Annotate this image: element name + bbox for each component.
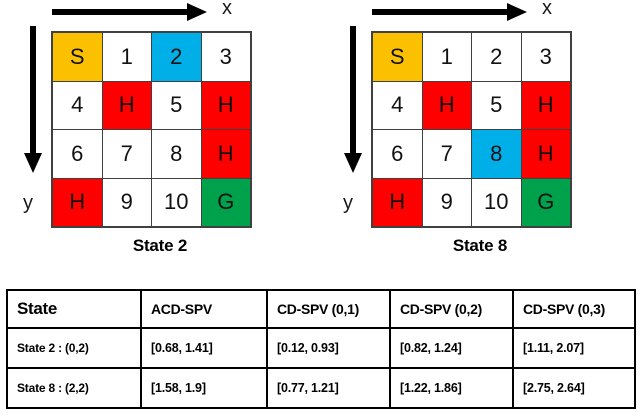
x-axis-shaft — [372, 9, 512, 15]
grid-cell-empty-14: 10 — [152, 178, 201, 226]
grid-cell-empty-3: 3 — [521, 33, 570, 81]
table-header-state: State — [6, 289, 142, 329]
cell-cd-spv-02: [0.82, 1.24] — [389, 327, 514, 369]
x-axis-arrowhead-icon — [507, 3, 527, 21]
grid-cell-empty-1: 1 — [422, 33, 471, 81]
panel-caption-state-2: State 2 — [132, 236, 188, 255]
grid-cell-empty-6: 5 — [472, 81, 521, 129]
grid-cell-empty-1: 1 — [102, 33, 151, 81]
grid-cell-empty-4: 4 — [373, 81, 422, 129]
grid-cell-goal-15: G — [521, 178, 570, 226]
grid-cell-agent-10: 8 — [472, 130, 521, 178]
y-axis-shaft — [350, 26, 356, 158]
y-axis-label: y — [23, 192, 33, 214]
cell-cd-spv-03: [2.75, 2.64] — [512, 367, 636, 409]
cell-acd-spv: [0.68, 1.41] — [140, 327, 268, 369]
table-header-row: State ACD-SPV CD-SPV (0,1) CD-SPV (0,2) … — [6, 289, 636, 329]
table-header-cd-spv-02: CD-SPV (0,2) — [389, 289, 514, 329]
y-axis-shaft — [30, 26, 36, 158]
grid-cell-empty-14: 10 — [472, 178, 521, 226]
grid-cell-empty-8: 6 — [53, 130, 102, 178]
table-header-cd-spv-01: CD-SPV (0,1) — [266, 289, 391, 329]
y-axis-arrow — [344, 26, 362, 176]
grid-cell-hole-12: H — [373, 178, 422, 226]
y-axis-label: y — [343, 192, 353, 214]
panel-caption-state-8: State 8 — [452, 236, 508, 255]
table-header-cd-spv-03: CD-SPV (0,3) — [512, 289, 636, 329]
grid-cell-hole-5: H — [422, 81, 471, 129]
table-body: State 2 : (0,2) [0.68, 1.41] [0.12, 0.93… — [6, 327, 636, 409]
x-axis-arrow — [52, 3, 207, 21]
x-axis-label: x — [542, 0, 552, 19]
grid-cell-empty-6: 5 — [152, 81, 201, 129]
spv-table: State ACD-SPV CD-SPV (0,1) CD-SPV (0,2) … — [6, 289, 636, 409]
table-row: State 8 : (2,2) [1.58, 1.9] [0.77, 1.21]… — [6, 367, 636, 409]
grid-cell-empty-10: 8 — [152, 130, 201, 178]
spv-table-wrapper: State ACD-SPV CD-SPV (0,1) CD-SPV (0,2) … — [6, 289, 636, 409]
grid-cell-empty-8: 6 — [373, 130, 422, 178]
grid-cell-empty-9: 7 — [422, 130, 471, 178]
cell-state: State 8 : (2,2) — [6, 367, 142, 409]
grid-cell-hole-7: H — [201, 81, 250, 129]
grid-cell-hole-12: H — [53, 178, 102, 226]
cell-cd-spv-01: [0.77, 1.21] — [266, 367, 391, 409]
grid-cell-hole-11: H — [201, 130, 250, 178]
cell-state: State 2 : (0,2) — [6, 327, 142, 369]
x-axis-arrowhead-icon — [187, 3, 207, 21]
cell-acd-spv: [1.58, 1.9] — [140, 367, 268, 409]
grid-cell-start-0: S — [373, 33, 422, 81]
grid-cell-empty-9: 7 — [102, 130, 151, 178]
y-axis-arrowhead-icon — [344, 153, 362, 173]
x-axis-label: x — [222, 0, 232, 19]
table-row: State 2 : (0,2) [0.68, 1.41] [0.12, 0.93… — [6, 327, 636, 369]
grid-cell-empty-13: 9 — [422, 178, 471, 226]
cell-cd-spv-03: [1.11, 2.07] — [512, 327, 636, 369]
grid-cell-goal-15: G — [201, 178, 250, 226]
cell-cd-spv-01: [0.12, 0.93] — [266, 327, 391, 369]
grid-cell-empty-2: 2 — [472, 33, 521, 81]
grid-cell-empty-13: 9 — [102, 178, 151, 226]
grid-cell-hole-5: H — [102, 81, 151, 129]
table-header-acd-spv: ACD-SPV — [140, 289, 268, 329]
x-axis-shaft — [52, 9, 192, 15]
grid-cell-hole-7: H — [521, 81, 570, 129]
grid-cell-empty-4: 4 — [53, 81, 102, 129]
y-axis-arrowhead-icon — [24, 153, 42, 173]
y-axis-arrow — [24, 26, 42, 176]
grid-cell-agent-2: 2 — [152, 33, 201, 81]
grid-cell-empty-3: 3 — [201, 33, 250, 81]
grid-cell-hole-11: H — [521, 130, 570, 178]
cell-cd-spv-02: [1.22, 1.86] — [389, 367, 514, 409]
x-axis-arrow — [372, 3, 527, 21]
grid-cell-start-0: S — [53, 33, 102, 81]
